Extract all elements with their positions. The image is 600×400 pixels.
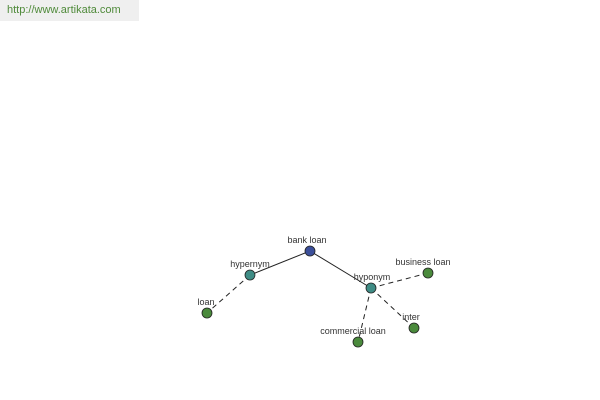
edge-hyponym-to-commercial-loan	[357, 287, 372, 343]
node-hypernym[interactable]: hypernym	[230, 259, 270, 281]
node-dot-bank-loan[interactable]	[304, 245, 316, 257]
node-label-hyponym[interactable]: hyponym	[354, 272, 391, 282]
edge-hyponym-to-business-loan	[370, 272, 429, 289]
site-url-link[interactable]: http://www.artikata.com	[0, 0, 139, 21]
graph-nodes: bank loan hypernym hyponym loan business loa…	[197, 235, 451, 348]
graph-edges	[206, 250, 429, 343]
node-dot-hyponym[interactable]	[365, 282, 377, 294]
node-dot-hypernym[interactable]	[244, 269, 256, 281]
edge-bank-loan-to-hypernym	[249, 250, 311, 276]
node-dot-commercial-loan[interactable]	[352, 336, 364, 348]
node-label-hypernym[interactable]: hypernym	[230, 259, 270, 269]
node-bank-loan[interactable]: bank loan	[287, 235, 327, 257]
node-inter[interactable]: inter	[402, 312, 420, 334]
node-label-business-loan[interactable]: business loan	[395, 257, 450, 267]
node-label-loan[interactable]: loan	[197, 297, 214, 307]
node-label-bank-loan[interactable]: bank loan	[287, 235, 326, 245]
node-dot-inter[interactable]	[408, 322, 420, 334]
edge-bank-loan-to-hyponym	[309, 250, 372, 289]
node-commercial-loan[interactable]: commercial loan	[320, 326, 386, 348]
node-loan[interactable]: loan	[197, 297, 215, 319]
node-label-commercial-loan[interactable]: commercial loan	[320, 326, 386, 336]
edge-hypernym-to-loan	[206, 274, 251, 314]
node-label-inter[interactable]: inter	[402, 312, 420, 322]
node-dot-loan[interactable]	[201, 307, 213, 319]
node-hyponym[interactable]: hyponym	[354, 272, 391, 294]
node-dot-business-loan[interactable]	[422, 267, 434, 279]
edge-hyponym-to-inter	[370, 287, 415, 329]
node-business-loan[interactable]: business loan	[395, 257, 451, 279]
